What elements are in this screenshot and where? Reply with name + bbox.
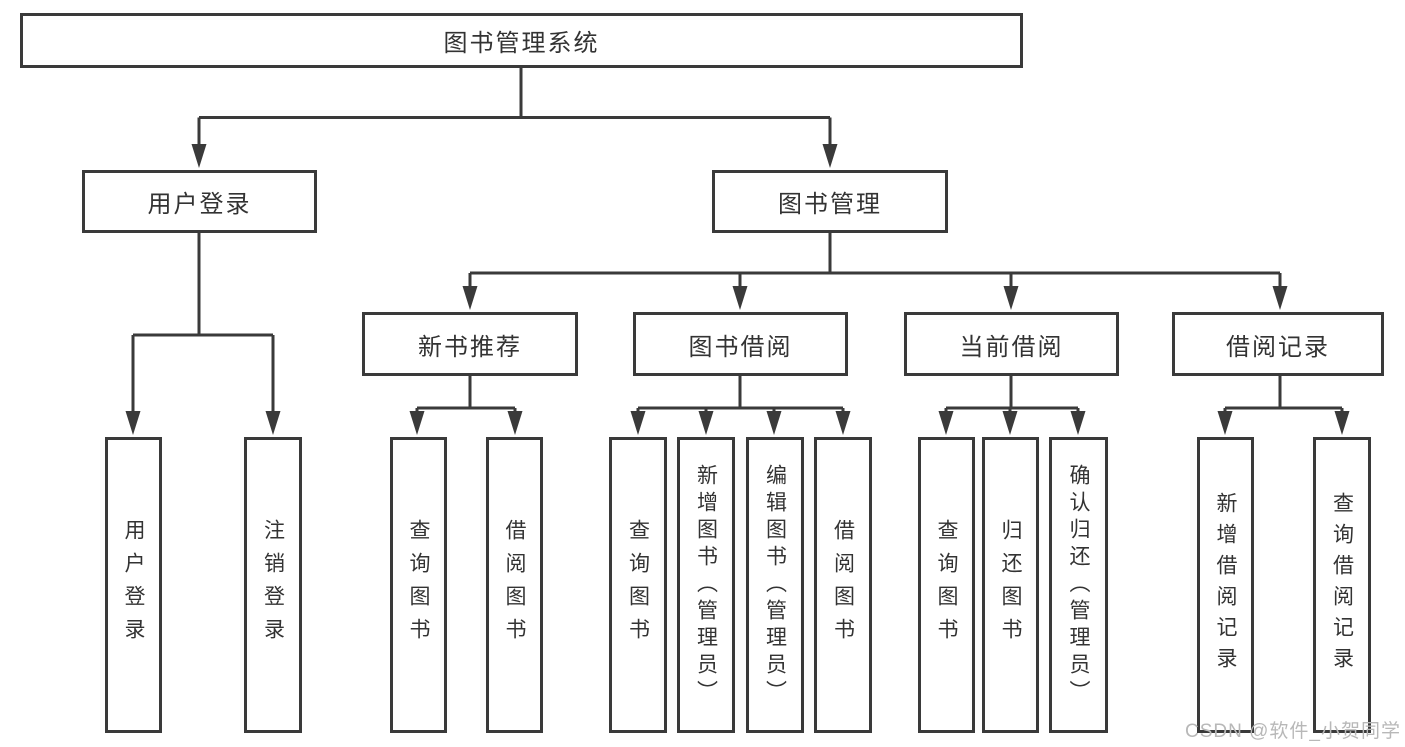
node-borrow-records-label: 借阅记录 [1226, 333, 1330, 361]
leaf-current-query-books-label: 查询图书 [935, 519, 958, 651]
node-new-book-recommend: 新书推荐 [362, 312, 578, 376]
leaf-logout-label: 注销登录 [261, 519, 285, 651]
leaf-borrow-add-books-admin-label: 新增图书（管理员） [694, 463, 718, 707]
leaf-borrow-query-books: 查询图书 [609, 437, 667, 733]
leaf-borrow-add-books-admin: 新增图书（管理员） [677, 437, 735, 733]
leaf-current-return-books-label: 归还图书 [999, 519, 1022, 651]
node-new-book-recommend-label: 新书推荐 [418, 333, 522, 361]
leaf-current-confirm-return-admin: 确认归还（管理员） [1049, 437, 1108, 733]
node-user-login: 用户登录 [82, 170, 317, 233]
leaf-current-confirm-return-admin-label: 确认归还（管理员） [1067, 463, 1090, 707]
node-root-system-label: 图书管理系统 [443, 30, 600, 57]
node-user-login-label: 用户登录 [147, 191, 252, 218]
leaf-borrow-query-books-label: 查询图书 [626, 519, 650, 651]
node-current-borrow: 当前借阅 [904, 312, 1119, 376]
leaf-current-return-books: 归还图书 [982, 437, 1039, 733]
leaf-recommend-borrow-books: 借阅图书 [486, 437, 543, 733]
leaf-records-query-record-label: 查询借阅记录 [1330, 492, 1354, 678]
leaf-recommend-query-books-label: 查询图书 [407, 519, 430, 651]
leaf-current-query-books: 查询图书 [918, 437, 975, 733]
node-book-borrow-label: 图书借阅 [688, 333, 793, 361]
leaf-borrow-edit-books-admin-label: 编辑图书（管理员） [763, 463, 787, 707]
node-borrow-records: 借阅记录 [1172, 312, 1384, 376]
node-book-borrow: 图书借阅 [633, 312, 848, 376]
leaf-records-add-record-label: 新增借阅记录 [1214, 492, 1237, 678]
leaf-user-login-label: 用户登录 [122, 519, 145, 651]
leaf-records-query-record: 查询借阅记录 [1313, 437, 1371, 733]
leaf-records-add-record: 新增借阅记录 [1197, 437, 1254, 733]
csdn-watermark: CSDN @软件_小贺同学 [1185, 721, 1401, 742]
leaf-recommend-borrow-books-label: 借阅图书 [503, 519, 526, 651]
node-book-management: 图书管理 [712, 170, 948, 233]
leaf-borrow-borrow-books-label: 借阅图书 [831, 519, 855, 651]
node-book-management-label: 图书管理 [778, 191, 882, 218]
leaf-borrow-edit-books-admin: 编辑图书（管理员） [746, 437, 804, 733]
leaf-logout: 注销登录 [244, 437, 302, 733]
leaf-borrow-borrow-books: 借阅图书 [814, 437, 872, 733]
node-root-system: 图书管理系统 [20, 13, 1023, 68]
leaf-recommend-query-books: 查询图书 [390, 437, 447, 733]
node-current-borrow-label: 当前借阅 [959, 333, 1064, 361]
leaf-user-login: 用户登录 [105, 437, 162, 733]
